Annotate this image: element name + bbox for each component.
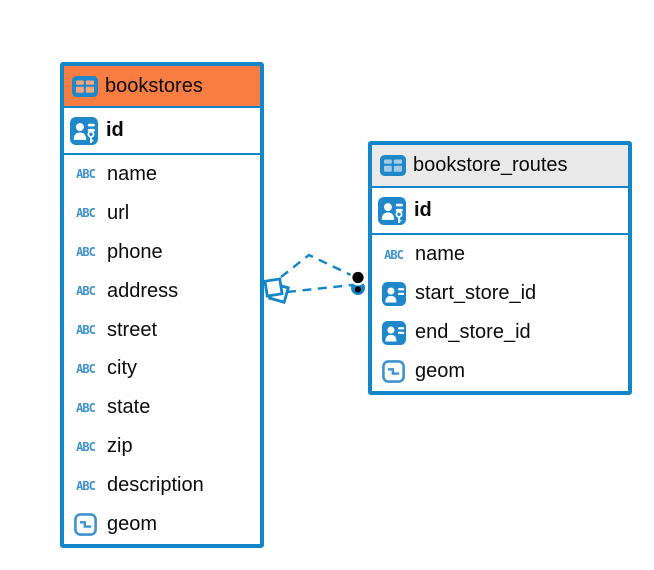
column-row[interactable]: geom (64, 505, 260, 544)
column-label: geom (415, 360, 466, 382)
relationship-line-end-store[interactable] (286, 283, 353, 294)
relationship-one-end-marker[interactable] (350, 269, 366, 296)
column-row[interactable]: end_store_id (372, 313, 628, 352)
primary-key-icon (378, 196, 406, 225)
primary-key-row[interactable]: id (372, 188, 628, 235)
table-bookstore-routes[interactable]: bookstore_routes id ABC name (368, 141, 632, 395)
column-row[interactable]: ABC state (64, 388, 260, 427)
column-label: url (107, 201, 130, 224)
text-type-icon: ABC (76, 400, 96, 415)
column-label: street (107, 318, 158, 341)
text-type-icon: ABC (76, 167, 96, 182)
column-label: city (107, 357, 137, 380)
column-row[interactable]: ABC phone (64, 233, 260, 272)
primary-key-label: id (414, 199, 432, 221)
column-label: end_store_id (415, 321, 531, 343)
text-type-icon: ABC (76, 284, 96, 299)
column-row[interactable]: ABC name (64, 155, 260, 194)
table-header[interactable]: bookstores (64, 66, 260, 108)
table-icon (71, 75, 98, 97)
primary-key-label: id (106, 119, 124, 141)
column-row[interactable]: ABC url (64, 194, 260, 233)
column-row[interactable]: ABC zip (64, 427, 260, 466)
text-type-icon: ABC (76, 206, 96, 221)
column-row[interactable]: start_store_id (372, 274, 628, 313)
column-row[interactable]: geom (372, 352, 628, 391)
table-icon (379, 155, 406, 176)
primary-key-icon (70, 116, 98, 145)
text-type-icon: ABC (76, 361, 96, 376)
text-type-icon: ABC (76, 323, 96, 338)
column-row[interactable]: ABC name (372, 235, 628, 274)
table-title: bookstores (105, 74, 203, 97)
column-label: zip (107, 435, 133, 458)
reference-type-icon (380, 320, 407, 345)
column-label: phone (107, 240, 163, 263)
reference-type-icon (380, 281, 407, 306)
column-label: address (107, 279, 179, 302)
relationship-many-end-marker[interactable] (263, 277, 291, 305)
relationship-line-start-store[interactable] (280, 253, 354, 278)
column-label: name (107, 162, 158, 185)
table-bookstores[interactable]: bookstores id ABC name ABC url ABC (60, 62, 264, 548)
column-label: description (107, 474, 204, 497)
text-type-icon: ABC (76, 439, 96, 454)
text-type-icon: ABC (76, 245, 96, 260)
primary-key-row[interactable]: id (64, 108, 260, 155)
geometry-type-icon (72, 513, 99, 537)
table-title: bookstore_routes (413, 154, 568, 176)
geometry-type-icon (380, 360, 407, 383)
column-list: ABC name ABC url ABC phone ABC address A… (64, 155, 260, 544)
column-label: start_store_id (415, 282, 537, 304)
table-header[interactable]: bookstore_routes (372, 145, 628, 188)
column-row[interactable]: ABC description (64, 466, 260, 505)
column-label: geom (107, 513, 158, 536)
column-row[interactable]: ABC address (64, 272, 260, 311)
column-list: ABC name start_store_id end_store_id (372, 235, 628, 391)
text-type-icon: ABC (384, 247, 404, 262)
column-row[interactable]: ABC city (64, 350, 260, 389)
column-row[interactable]: ABC street (64, 311, 260, 350)
text-type-icon: ABC (76, 478, 96, 493)
column-label: state (107, 396, 151, 419)
column-label: name (415, 243, 466, 265)
